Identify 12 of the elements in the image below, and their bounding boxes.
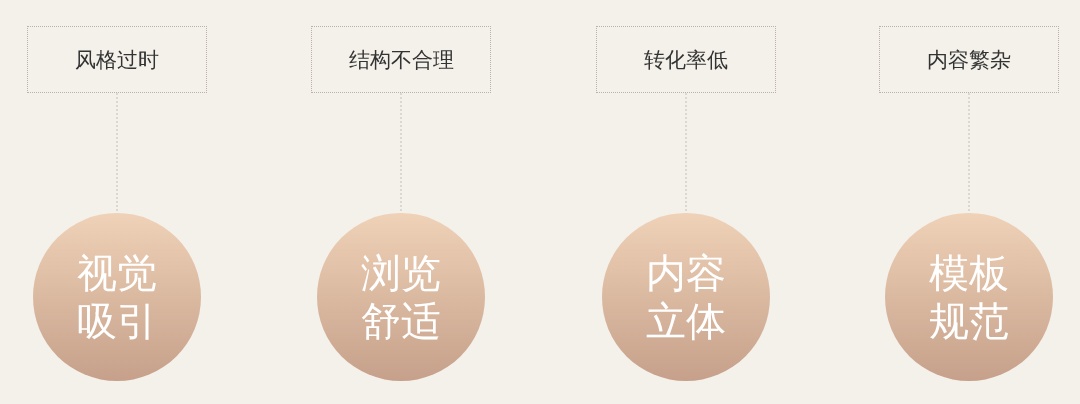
benefit-label: 模板规范 [929, 249, 1009, 345]
problem-box [879, 26, 1059, 93]
problem-label: 内容繁杂 [927, 46, 1011, 74]
benefit-label: 视觉吸引 [77, 249, 157, 345]
problem-label: 风格过时 [75, 46, 159, 74]
problem-label: 转化率低 [644, 46, 728, 74]
benefit-label: 内容立体 [646, 249, 726, 345]
benefit-label: 浏览舒适 [361, 249, 441, 345]
problem-box [311, 26, 491, 93]
problem-label: 结构不合理 [348, 46, 454, 74]
problem-box [27, 26, 207, 93]
problem-box [596, 26, 776, 93]
